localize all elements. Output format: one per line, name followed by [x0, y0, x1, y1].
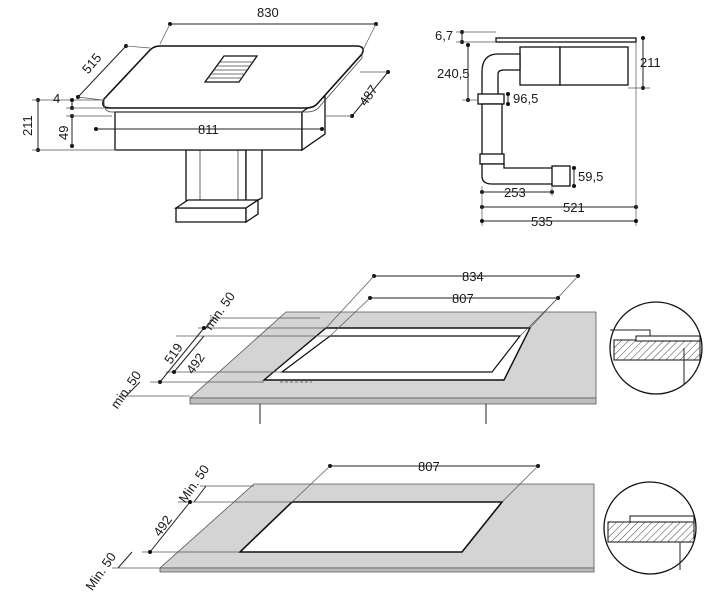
duct-elbow: [481, 53, 521, 97]
label-49: 49: [56, 126, 71, 140]
downdraft-foot: [175, 207, 247, 223]
hob-isometric-view: 830 515 487 811 211 4 49: [20, 5, 390, 224]
label-521: 521: [563, 200, 585, 215]
glass-section: [495, 37, 637, 43]
detail-surface-circle: [603, 481, 697, 575]
detail-rebate-circle: [609, 301, 703, 395]
label-211-left: 211: [20, 115, 35, 136]
label-min50-back: min. 50: [201, 289, 238, 333]
label-4: 4: [53, 91, 60, 106]
label-6-7: 6,7: [435, 28, 453, 43]
duct-outlet: [481, 163, 569, 185]
label-96-5: 96,5: [513, 91, 538, 106]
label-240-5: 240,5: [437, 66, 470, 81]
label-492-bottom: 492: [150, 513, 175, 539]
label-811: 811: [198, 122, 219, 137]
motor-housing: [559, 46, 629, 86]
label-830: 830: [257, 5, 279, 20]
label-Min50-front: Min. 50: [82, 550, 119, 594]
downdraft-column: [185, 149, 247, 207]
label-492-middle: 492: [183, 350, 208, 376]
downdraft-grille: [203, 55, 259, 83]
dim-depth-left: [77, 45, 127, 98]
label-807-bottom: 807: [418, 459, 440, 474]
label-834: 834: [462, 269, 484, 284]
side-section-view: 6,7 240,5 211 96,5 59,5 253 521 535: [435, 28, 661, 229]
cutout-flush-view: 834 807 min. 50 519 492 min. 50: [108, 269, 703, 424]
duct-vertical: [481, 103, 503, 157]
cutout-surface-view: 807 Min. 50 492 Min. 50: [82, 459, 697, 594]
dim-depth-right: [351, 71, 389, 117]
label-807-middle: 807: [452, 291, 474, 306]
label-Min50-back: Min. 50: [176, 462, 213, 506]
label-59-5: 59,5: [578, 169, 603, 184]
label-211-right: 211: [640, 55, 661, 70]
downdraft-column-side: [245, 140, 263, 208]
label-535: 535: [531, 214, 553, 229]
label-min50-front: min. 50: [108, 368, 145, 412]
label-253: 253: [504, 185, 526, 200]
